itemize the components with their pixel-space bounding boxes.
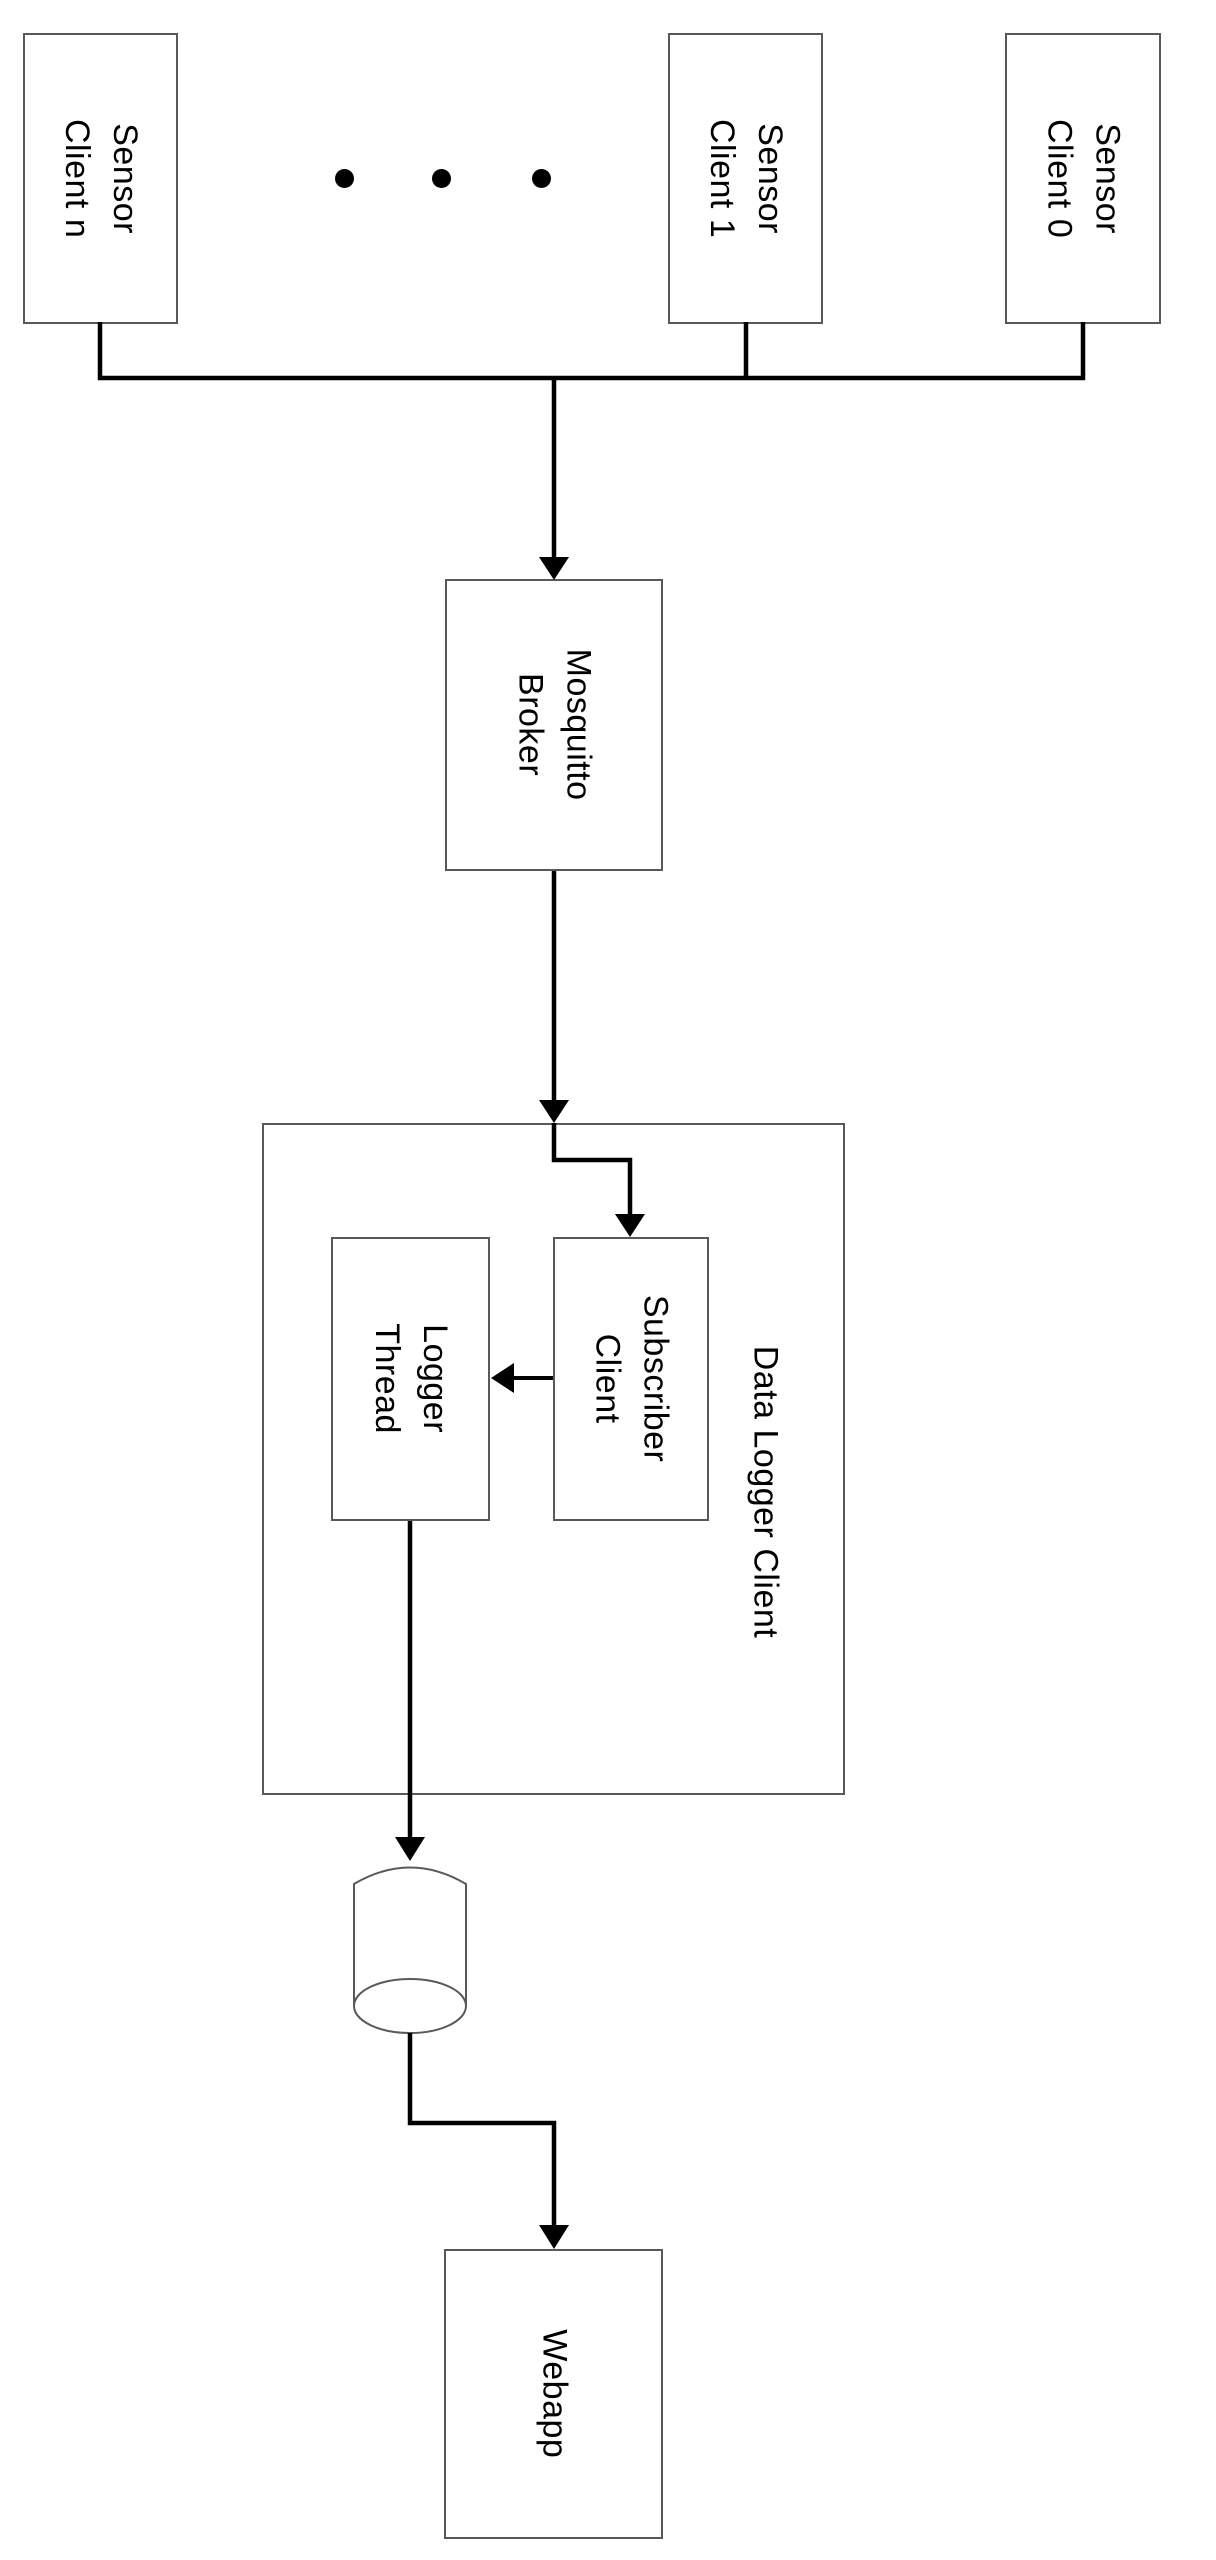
ellipsis-dot-1: [335, 169, 354, 188]
arrowhead-into-data-logger: [539, 1100, 569, 1123]
ellipsis-dot-3: [532, 169, 551, 188]
arrowhead-into-broker: [539, 557, 569, 580]
node-data-logger-client-label: Data Logger Client: [746, 1345, 785, 1639]
node-mosquitto-broker: Mosquitto Broker: [445, 579, 663, 871]
database-cylinder-icon: [353, 1866, 467, 2007]
ellipsis-dot-2: [432, 169, 451, 188]
node-subscriber-client-label: Subscriber Client: [589, 1295, 675, 1463]
node-sensor-client-n: Sensor Client n: [23, 33, 178, 324]
node-subscriber-client: Subscriber Client: [553, 1237, 709, 1521]
database-cylinder-cap: [353, 1978, 467, 2034]
edge-sensors-to-broker: [97, 322, 1086, 558]
node-sensor-client-n-label: Sensor Client n: [58, 118, 145, 239]
node-logger-thread-label: Logger Thread: [368, 1323, 455, 1435]
node-mosquitto-broker-label: Mosquitto Broker: [512, 649, 598, 801]
arrowhead-into-database: [395, 1837, 425, 1861]
node-webapp-label: Webapp: [535, 2329, 574, 2459]
node-webapp: Webapp: [444, 2249, 663, 2539]
node-sensor-client-1: Sensor Client 1: [668, 33, 823, 324]
edge-database-to-webapp: [407, 2033, 557, 2226]
node-sensor-client-1-label: Sensor Client 1: [703, 118, 790, 239]
node-sensor-client-0-label: Sensor Client 0: [1041, 118, 1127, 239]
node-logger-thread: Logger Thread: [331, 1237, 490, 1521]
arrowhead-into-webapp: [539, 2225, 569, 2249]
node-sensor-client-0: Sensor Client 0: [1005, 33, 1161, 324]
